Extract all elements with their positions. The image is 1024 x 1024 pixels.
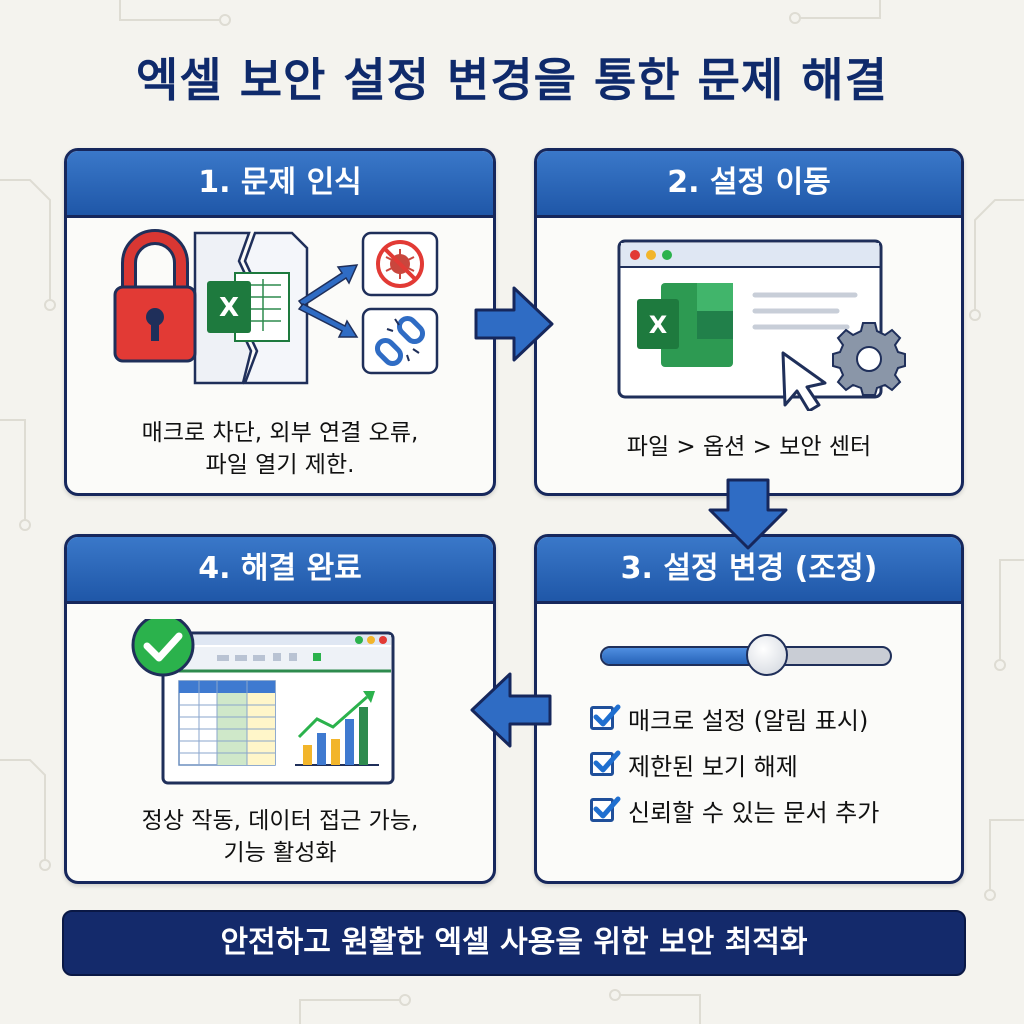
checklist-label: 신뢰할 수 있는 문서 추가	[628, 798, 880, 827]
step-description: 파일 > 옵션 > 보안 센터	[626, 434, 872, 460]
padlock-icon	[113, 229, 197, 363]
description-line: 매크로 차단, 외부 연결 오류,	[141, 420, 419, 446]
step-header: 2. 설정 이동	[537, 151, 961, 218]
step-description: 정상 작동, 데이터 접근 가능, 기능 활성화	[67, 805, 493, 869]
page-title: 엑셀 보안 설정 변경을 통한 문제 해결	[136, 53, 888, 107]
checkbox[interactable]	[590, 750, 621, 776]
step-description: 매크로 차단, 외부 연결 오류, 파일 열기 제한.	[67, 417, 493, 481]
branch-arrows	[297, 264, 359, 338]
footer-banner: 안전하고 원활한 엑셀 사용을 위한 보안 최적화	[62, 910, 966, 976]
step-header: 1. 문제 인식	[67, 151, 493, 218]
checkbox[interactable]	[590, 704, 621, 730]
checklist-item[interactable]: 매크로 설정 (알림 표시)	[590, 698, 868, 738]
checkmark-icon	[593, 704, 621, 727]
description-line: 정상 작동, 데이터 접근 가능,	[141, 808, 419, 834]
svg-text:X: X	[649, 311, 668, 339]
working-spreadsheet-illustration	[131, 619, 395, 785]
settings-window-illustration: X	[617, 239, 906, 411]
slider-fill	[602, 648, 764, 664]
growth-chart-icon	[295, 691, 379, 766]
arrow-right-icon	[474, 286, 554, 362]
checklist-item[interactable]: 제한된 보기 해제	[590, 744, 798, 784]
description-line: 파일 열기 제한.	[205, 452, 355, 478]
description-line: 기능 활성화	[223, 840, 337, 866]
gear-icon	[832, 322, 906, 396]
success-check-icon	[131, 619, 195, 677]
slider-handle[interactable]	[746, 634, 788, 676]
broken-link-icon	[361, 307, 439, 375]
step-card-navigate: 2. 설정 이동 X 파일 > 옵션 > 보안 센터	[534, 148, 964, 496]
checklist-label: 제한된 보기 해제	[628, 752, 798, 781]
checklist-label: 매크로 설정 (알림 표시)	[628, 706, 869, 735]
excel-icon: X	[207, 272, 290, 342]
checklist-item[interactable]: 신뢰할 수 있는 문서 추가	[590, 790, 879, 830]
blocked-virus-icon	[361, 231, 439, 297]
step-card-problem: 1. 문제 인식 X	[64, 148, 496, 496]
data-table	[178, 680, 276, 766]
arrow-left-icon	[470, 672, 552, 748]
step-header: 4. 해결 완료	[67, 537, 493, 604]
checkbox[interactable]	[590, 796, 621, 822]
step-card-resolved: 4. 해결 완료	[64, 534, 496, 884]
problem-illustration: X	[113, 229, 439, 385]
checkmark-icon	[593, 750, 621, 773]
arrow-down-icon	[708, 478, 788, 550]
svg-text:X: X	[219, 293, 239, 323]
excel-icon: X	[637, 283, 733, 367]
cursor-icon	[781, 351, 827, 411]
checkmark-icon	[593, 796, 621, 819]
